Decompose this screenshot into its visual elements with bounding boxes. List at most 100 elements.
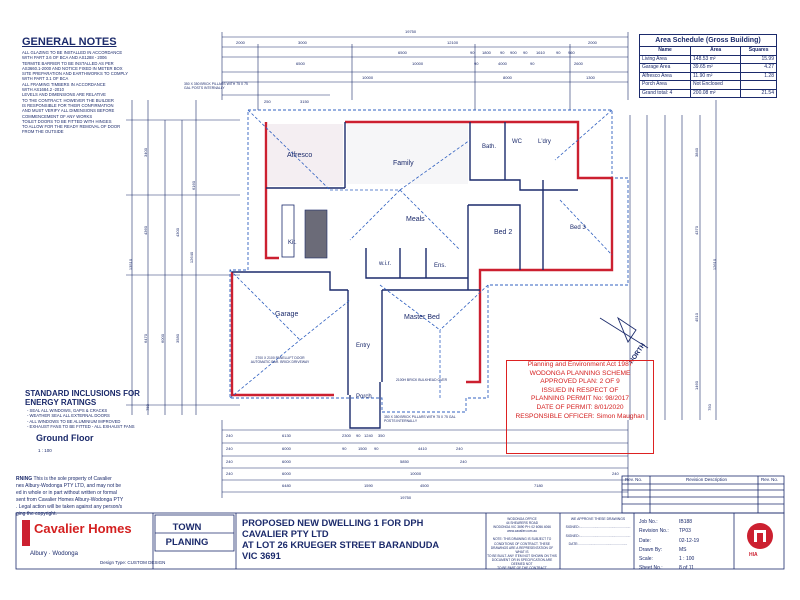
dim-label: 6000	[159, 334, 165, 343]
room-label-family: Family	[393, 160, 414, 167]
stamp-line: ISSUED IN RESPECT OF	[541, 386, 619, 394]
job-info: Job No.:IB188 Revision No.:TP03 Date:02-…	[639, 518, 699, 574]
area-schedule-table: Area Schedule (Gross Building) Name Area…	[638, 34, 777, 98]
job-info-row: Date:02-12-19	[639, 537, 699, 546]
area-cell: 21.54	[740, 88, 777, 98]
table-row: Alfresco Area 11.90 m² 1.28	[638, 71, 777, 81]
general-note-line: TOILET DOORS TO BE FITTED WITH HINGES	[22, 118, 112, 124]
dim-label: 1610	[536, 50, 545, 55]
table-row: Living Area 148.53 m² 15.99	[638, 54, 777, 64]
dim-label: 90	[523, 50, 528, 55]
general-notes-body: ALL GLAZING TO BE INSTALLED IN ACCORDANC…	[22, 50, 142, 135]
copyright-line: This is the sole property of Cavalier	[33, 476, 112, 482]
dim-label: 960	[568, 50, 575, 55]
copyright-line: ed in whole or in part without written o…	[16, 490, 117, 496]
office-line: WODONGA VIC 3690 PH: 02 6056 4066	[493, 525, 551, 530]
dim-label: 240	[226, 446, 233, 451]
dim-label: 2600	[574, 61, 583, 66]
copyright-notice: RNING This is the sole property of Caval…	[16, 476, 208, 518]
approve-line: SIGNED:.................................…	[565, 533, 631, 538]
title-block-frame	[15, 475, 785, 570]
dim-label: 5850	[400, 459, 409, 464]
client-approval-block: WE APPROVE THESE DRAWINGS SIGNED:.......…	[563, 517, 633, 546]
dim-label: 350	[378, 433, 385, 438]
standard-inclusions-list: - SEAL ALL WINDOWS, GAPS & CRACKS - WEAT…	[27, 408, 177, 429]
company-logo-subtitle: Albury · Wodonga	[30, 551, 78, 557]
dim-label: 1500	[358, 446, 367, 451]
list-item: - WEATHER SEAL ALL EXTERNAL DOORS	[27, 413, 110, 419]
dim-label: 6160	[190, 181, 196, 190]
dimension-lines-top	[221, 32, 629, 110]
project-line: VIC 3691	[242, 551, 281, 561]
dim-label: 240	[226, 471, 233, 476]
job-info-key: Drawn By:	[639, 546, 663, 553]
stamp-line: Planning and Environment Act 1987	[527, 361, 633, 368]
general-note-line: SITE PREPARATION AND EARTHWORKS TO COMPL…	[22, 71, 129, 77]
office-line: TO BE BUILT. ANY ITEM NOT SHOWN ON THIS	[487, 553, 557, 558]
copyright-line: sent from Cavalier Homes Albury-Wodonga …	[16, 497, 124, 503]
stamp-line: DATE OF PERMIT: 8/01/2020	[536, 403, 624, 411]
general-note-line: ALL GLAZING TO BE INSTALLED IN ACCORDANC…	[22, 50, 123, 55]
dim-label: 240	[612, 471, 619, 476]
dim-label: 1800	[482, 50, 491, 55]
dimension-lines-left	[126, 100, 240, 415]
office-line: WODONGA OFFICE	[507, 517, 537, 521]
revision-header-no: Rev. No.	[625, 477, 643, 482]
eaves-outline	[229, 109, 629, 413]
approve-line: SIGNED:.................................…	[565, 525, 631, 530]
office-line: DRAWINGS ARE A REPRESENTATION OF WHAT IS	[490, 545, 554, 554]
area-cell: 200.08 m²	[690, 88, 742, 98]
dim-label: 10000	[362, 75, 374, 80]
dim-right-overall: 12610	[712, 258, 718, 271]
general-note-line: TERMITE BARRIER TO BE INSTALLED AS PER	[22, 60, 114, 66]
dim-label: 10000	[410, 471, 422, 476]
dim-label: 1240	[364, 433, 373, 438]
room-label-bed-3: Bed 3	[570, 225, 586, 231]
job-info-value: 02-12-19	[679, 537, 700, 544]
dim-label: 6480	[282, 483, 291, 488]
general-note-line: WITH AS1684.2 -2010	[22, 87, 64, 93]
room-label-ensuite: Ens.	[434, 263, 447, 269]
planning-approval-stamp: Planning and Environment Act 1987 WODONG…	[506, 360, 654, 454]
hia-logo-icon	[747, 523, 773, 549]
project-line: PROPOSED NEW DWELLING 1 FOR DPH	[242, 518, 424, 528]
room-label-bath: Bath.	[482, 144, 497, 150]
drawing-stage: TOWN PLANING	[165, 522, 209, 548]
dim-label: 2300	[342, 433, 351, 438]
general-note-line: TO THE CONTRACT. HOWEVER THE BUILDER	[22, 97, 114, 103]
roof-hip-lines	[229, 109, 613, 400]
room-label-porch: Porch	[356, 394, 372, 400]
general-note-line: FROM THE OUTSIDE	[22, 129, 64, 135]
dim-label: 1460	[693, 381, 699, 390]
job-info-row: Scale:1 : 100	[639, 555, 699, 564]
job-info-row: Revision No.:TP03	[639, 527, 699, 536]
dimension-lines-right	[629, 100, 717, 420]
room-label-garage: Garage	[275, 311, 299, 318]
kitchen-island	[304, 209, 328, 259]
dim-top-overall: 19750	[405, 29, 417, 34]
dim-label: 4000	[498, 61, 507, 66]
dim-label: 6130	[282, 433, 291, 438]
dim-label: 8000	[503, 75, 512, 80]
note-brick-pillars-bottom: 350 X 350 BRICK PILLARS WITH 75 X 75 GAL…	[384, 415, 456, 424]
area-schedule-title: Area Schedule (Gross Building)	[639, 34, 777, 46]
job-info-key: Revision No.:	[639, 528, 669, 535]
general-note-line: IS RESPONSIBLE FOR THEIR CONFIRMATION	[22, 102, 114, 108]
standard-inclusions-title: STANDARD INCLUSIONS FOR ENERGY RATINGS	[25, 389, 140, 407]
room-label-entry: Entry	[356, 343, 371, 349]
list-item: - SEAL ALL WINDOWS, GAPS & CRACKS	[27, 408, 108, 413]
dim-label: 240	[226, 459, 233, 464]
dim-label: 4410	[418, 446, 427, 451]
office-line: 44 SHEARERS ROAD	[505, 521, 539, 526]
dim-bottom-overall: 19750	[400, 495, 412, 500]
note-brick-bulkhead: 2100H BRICK BULKHEAD OVER	[396, 378, 448, 382]
external-walls	[230, 120, 614, 397]
stamp-line: WODONGA PLANNING SCHEME	[529, 369, 631, 377]
office-line: CONDITIONS OF CONTRACT. THESE	[494, 541, 550, 546]
general-note-line: ALL FRAMING TIMBERS IN ACCORDANCE	[22, 81, 106, 87]
general-note-line: WITH PART 3.6 OF BCA AND AS1288 - 2006	[22, 55, 107, 61]
dim-label: 90	[500, 50, 505, 55]
table-row: Grand total: 4 200.08 m² 21.54	[638, 88, 777, 98]
alfresco-paving	[268, 124, 343, 186]
dim-label: 2000	[588, 40, 597, 45]
